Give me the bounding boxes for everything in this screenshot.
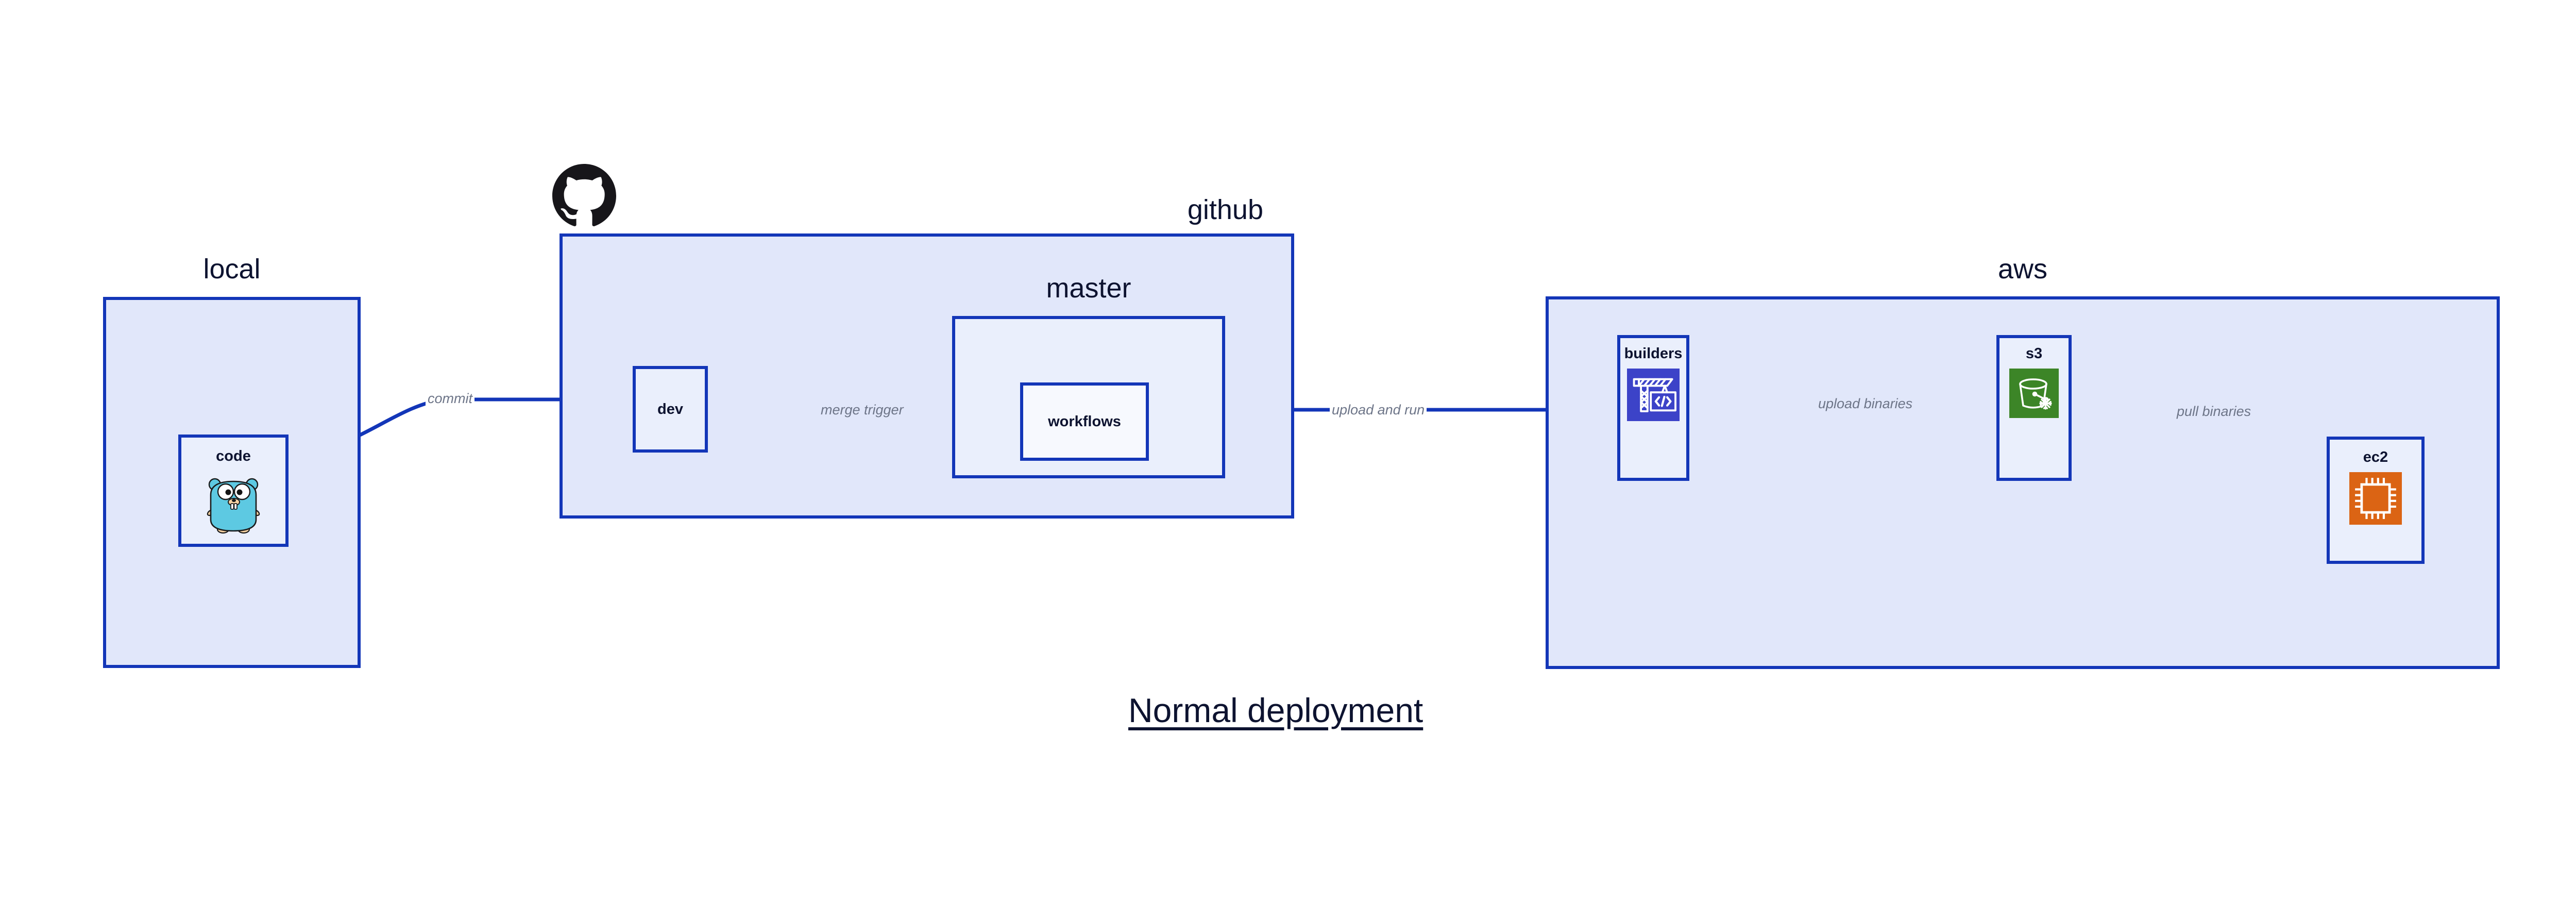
edge-label-upload-binaries: upload binaries (1816, 397, 1915, 411)
node-workflows[interactable]: workflows (1020, 382, 1149, 461)
edge-label-commit: commit (426, 392, 474, 406)
cpu-chip-icon (2349, 472, 2402, 525)
edge-label-upload-and-run: upload and run (1330, 403, 1427, 417)
s3-bucket-icon (2009, 369, 2059, 418)
node-ec2-label: ec2 (2363, 449, 2388, 465)
node-s3-label: s3 (2025, 345, 2043, 362)
group-title-master: master (1046, 273, 1131, 304)
node-s3[interactable]: s3 (1996, 335, 2072, 481)
diagram-title: Normal deployment (1128, 691, 1423, 729)
node-code[interactable]: code (178, 435, 289, 547)
node-builders[interactable]: builders (1617, 335, 1689, 481)
group-title-github: github (1187, 194, 1263, 225)
node-code-label: code (216, 448, 251, 464)
node-builders-label: builders (1624, 345, 1683, 362)
node-ec2[interactable]: ec2 (2327, 437, 2425, 564)
edge-label-pull-binaries: pull binaries (2175, 405, 2253, 419)
group-title-aws: aws (1997, 254, 2048, 285)
node-dev-label: dev (657, 400, 683, 417)
group-title-local: local (203, 254, 261, 285)
node-workflows-label: workflows (1048, 413, 1121, 430)
crane-code-icon (1627, 369, 1680, 421)
github-octocat-icon (552, 164, 616, 226)
node-dev[interactable]: dev (633, 366, 708, 453)
go-gopher-icon (207, 478, 260, 534)
edge-label-merge-trigger: merge trigger (819, 403, 906, 417)
